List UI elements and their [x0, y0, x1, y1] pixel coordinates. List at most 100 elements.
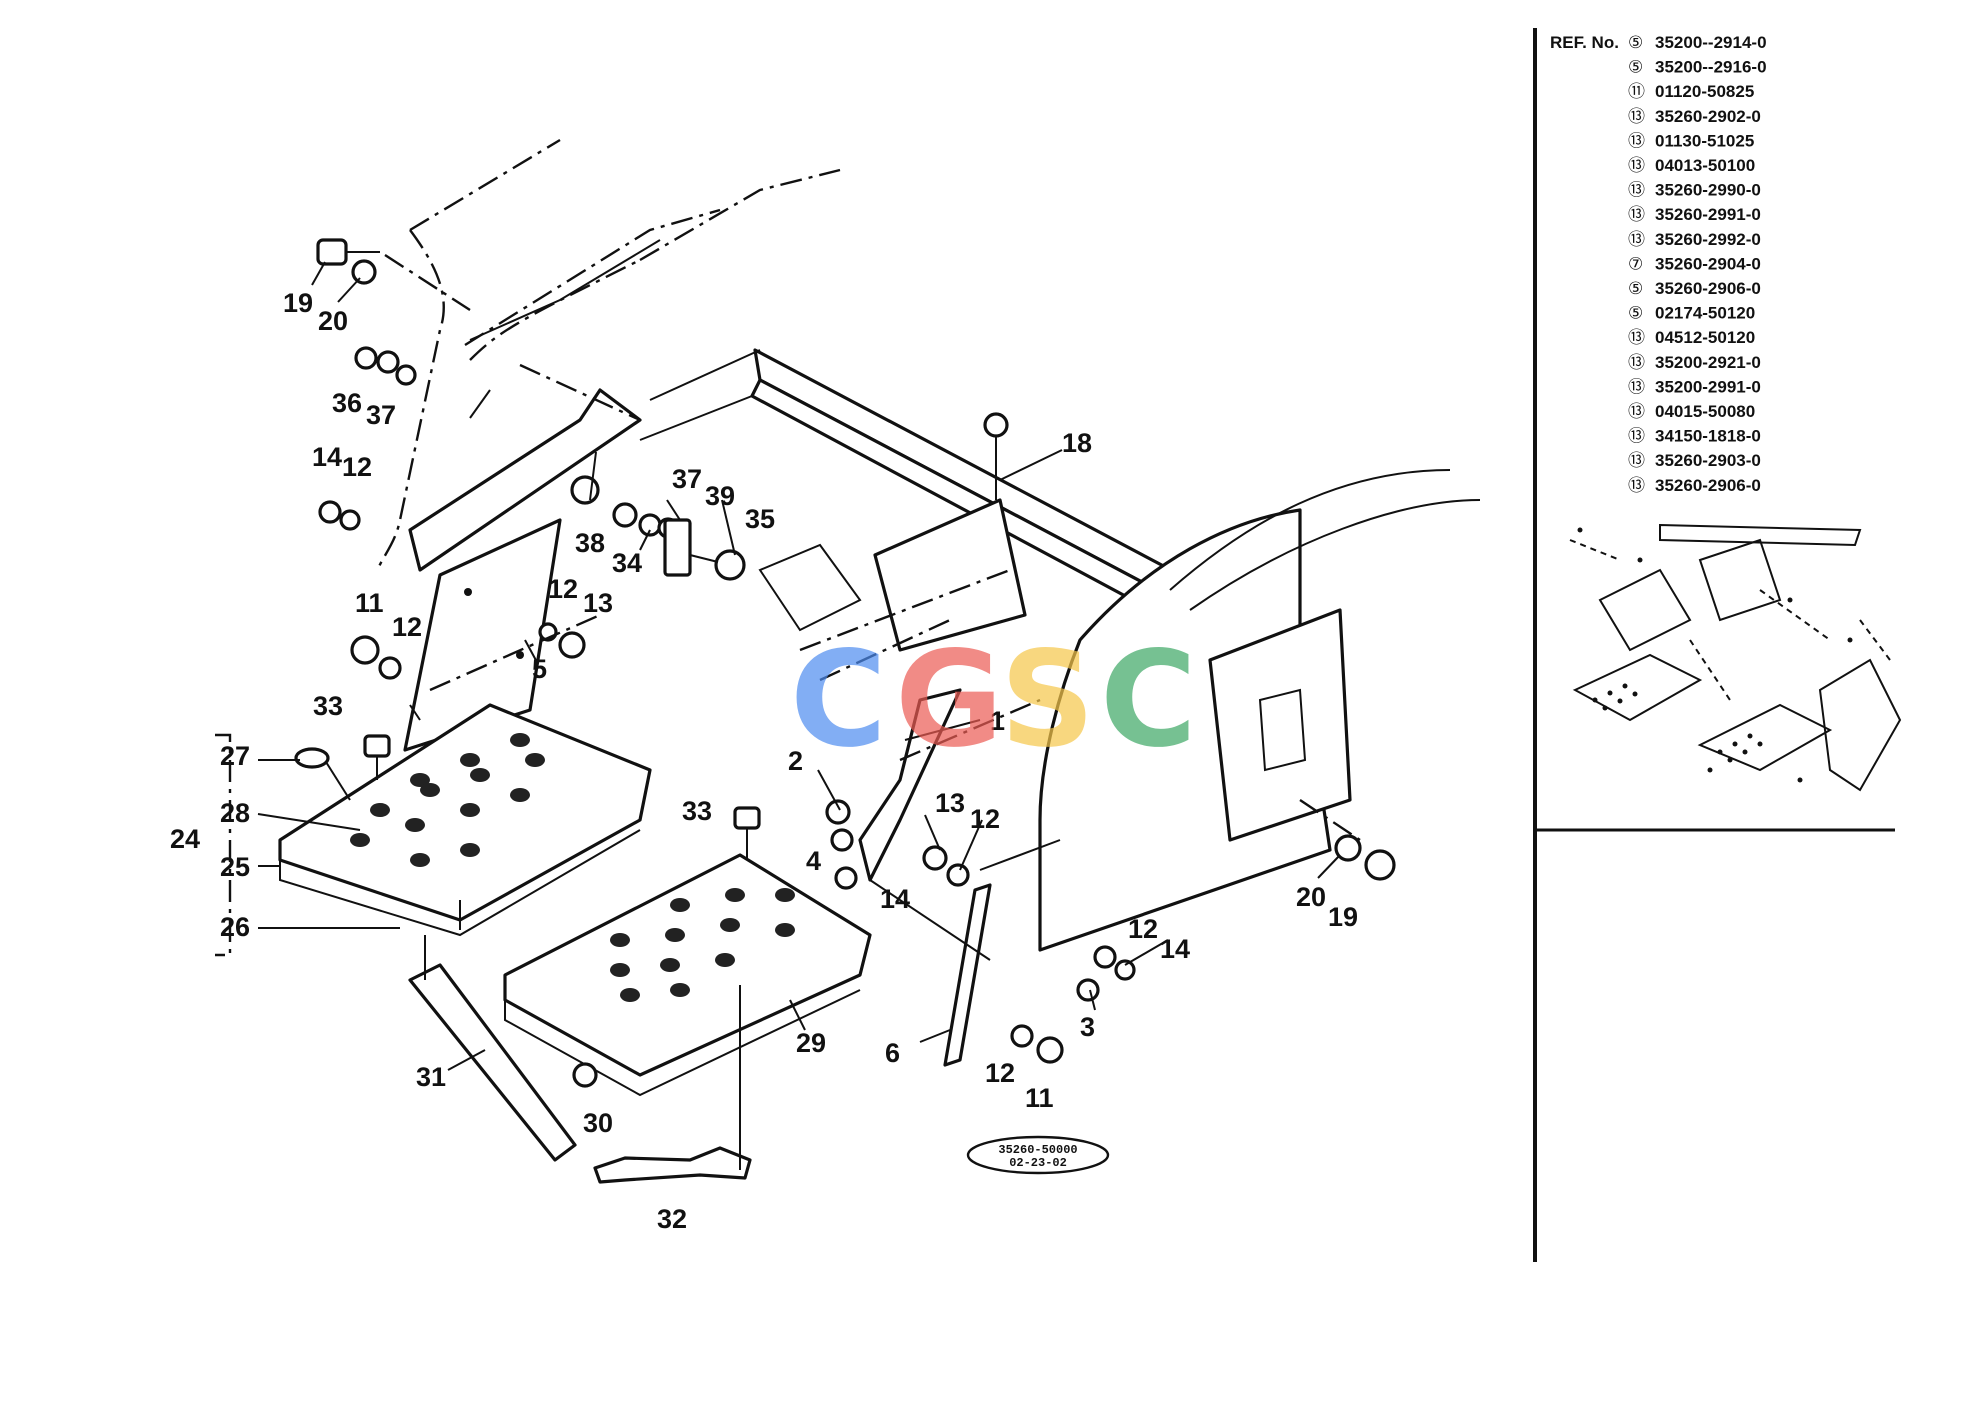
callout: 32 [657, 1204, 687, 1234]
ref-part-number: 35200--2916-0 [1655, 58, 1767, 77]
ref-part-number: 34150-1818-0 [1655, 427, 1761, 446]
callout: 27 [220, 741, 250, 771]
ref-part-number: 04512-50120 [1655, 328, 1755, 347]
ref-symbol: ⑪ [1628, 82, 1645, 102]
callout: 12 [1128, 914, 1158, 944]
callout: 1 [990, 706, 1005, 736]
callout: 35 [745, 504, 775, 534]
ref-symbol: ⑤ [1628, 279, 1643, 299]
left-step-holes [350, 733, 545, 867]
ref-symbol: ⑬ [1628, 156, 1645, 176]
watermark-letter: G [895, 623, 1003, 777]
callout: 12 [548, 574, 578, 604]
ref-part-number: 35200-2991-0 [1655, 377, 1761, 396]
callout: 19 [1328, 902, 1358, 932]
ref-symbol: ⑬ [1628, 427, 1645, 447]
callout: 37 [366, 400, 396, 430]
ref-symbol: ⑬ [1628, 181, 1645, 201]
watermark-logo: C G S C [790, 623, 1197, 777]
ref-part-number: 35260-2906-0 [1655, 279, 1761, 298]
left-fender [376, 138, 841, 571]
callout: 25 [220, 852, 250, 882]
ref-symbol: ⑬ [1628, 328, 1645, 348]
ref-symbol: ⑬ [1628, 131, 1645, 151]
drawing [215, 138, 1481, 1184]
ref-part-number: 35260-2991-0 [1655, 205, 1761, 224]
stamp-number: 35260-50000 [998, 1143, 1077, 1157]
callout: 11 [1025, 1083, 1054, 1113]
stay-32 [593, 1146, 752, 1184]
drawing-stamp: 35260-50000 02-23-02 [966, 1135, 1110, 1175]
callout: 20 [1296, 882, 1326, 912]
callout: 14 [880, 884, 910, 914]
callout: 37 [672, 464, 702, 494]
watermark-letter: C [1100, 623, 1197, 777]
callout: 12 [342, 452, 372, 482]
callout: 5 [532, 654, 547, 684]
ref-part-number: 35260-2902-0 [1655, 107, 1761, 126]
callout: 39 [705, 481, 735, 511]
callout: 29 [796, 1028, 826, 1058]
callout: 20 [318, 306, 348, 336]
ref-part-number: 04015-50080 [1655, 402, 1755, 421]
ref-symbol: ⑦ [1628, 254, 1643, 274]
ref-symbol: ⑤ [1628, 304, 1643, 324]
callouts: 19 20 36 37 14 12 38 34 37 39 35 18 11 1… [170, 261, 1358, 1234]
ref-part-number: 35260-2990-0 [1655, 181, 1761, 200]
callout: 13 [935, 788, 965, 818]
plate-6 [943, 883, 992, 1067]
left-bracket [408, 388, 642, 572]
callout: 4 [806, 846, 821, 876]
ref-header: REF. No. [1550, 33, 1619, 52]
watermark-letter: C [790, 623, 887, 777]
callout: 12 [392, 612, 422, 642]
center-plate [873, 498, 1027, 652]
ref-symbol: ⑬ [1628, 451, 1645, 471]
ref-symbol: ⑬ [1628, 205, 1645, 225]
right-step-holes [610, 888, 795, 1002]
callout: 34 [612, 548, 642, 578]
ref-part-number: 01130-51025 [1655, 131, 1754, 150]
ref-part-number: 35260-2903-0 [1655, 451, 1761, 470]
callout: 31 [416, 1062, 446, 1092]
fasteners [294, 238, 1396, 1088]
stamp-date: 02-23-02 [1009, 1156, 1067, 1170]
callout: 33 [313, 691, 343, 721]
callout: 14 [312, 442, 342, 472]
ref-part-number: 04013-50100 [1655, 156, 1755, 175]
ref-part-number: 02174-50120 [1655, 304, 1755, 323]
watermark-letter: S [1000, 623, 1095, 777]
right-fender [1038, 508, 1332, 952]
ref-symbol: ⑬ [1628, 107, 1645, 127]
ref-symbol: ⑬ [1628, 377, 1645, 397]
ref-symbol: ⑤ [1628, 58, 1643, 78]
ref-part-number: 35260-2992-0 [1655, 230, 1761, 249]
ref-part-number: 35200-2921-0 [1655, 353, 1761, 372]
callout: 13 [583, 588, 613, 618]
ref-part-number: 01120-50825 [1655, 82, 1754, 101]
ref-symbol: ⑬ [1628, 230, 1645, 250]
callout: 19 [283, 288, 313, 318]
callout: 2 [788, 746, 803, 776]
ref-symbol: ⑬ [1628, 476, 1645, 496]
ref-symbol: ⑤ [1628, 33, 1643, 53]
ref-symbol: ⑬ [1628, 402, 1645, 422]
callout: 30 [583, 1108, 613, 1138]
ref-table: REF. No. ⑤ 35200--2914-0 ⑤ 35200--2916-0 ⑪ 01… [1550, 33, 1767, 496]
callout: 11 [355, 588, 384, 618]
callout: 3 [1080, 1012, 1095, 1042]
callout: 12 [970, 804, 1000, 834]
callout: 36 [332, 388, 362, 418]
ref-part-number: 35260-2904-0 [1655, 254, 1761, 273]
callout: 14 [1160, 934, 1190, 964]
callout: 6 [885, 1038, 900, 1068]
thumbnail-overview [1569, 523, 1902, 792]
callout: 12 [985, 1058, 1015, 1088]
callout: 28 [220, 798, 250, 828]
callout: 33 [682, 796, 712, 826]
callout: 24 [170, 824, 200, 854]
callout: 18 [1062, 428, 1092, 458]
ref-symbol: ⑬ [1628, 353, 1645, 373]
ref-part-number: 35200--2914-0 [1655, 33, 1767, 52]
